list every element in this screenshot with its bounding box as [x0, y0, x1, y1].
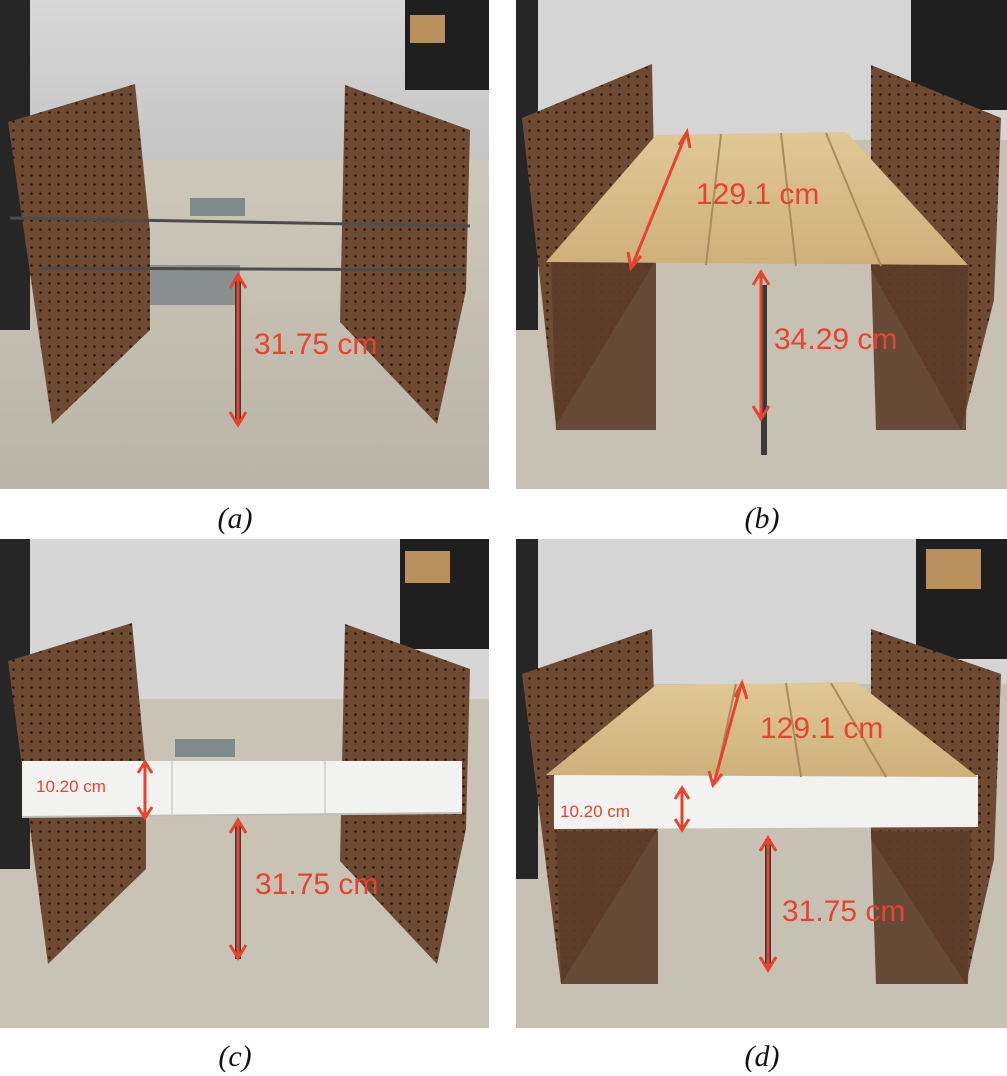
caption-a: (a) [217, 502, 253, 535]
height-label-c: 31.75 cm [255, 868, 379, 901]
height-label-a: 31.75 cm [254, 328, 378, 361]
thickness-label-c: 10.20 cm [36, 777, 106, 796]
photo-d-scene [516, 539, 1007, 1028]
photo-c-scene [0, 539, 489, 1028]
height-label-b: 34.29 cm [774, 323, 898, 356]
photo-panel-b: 129.1 cm 34.29 cm [516, 0, 1007, 489]
photo-panel-a: 31.75 cm [0, 0, 489, 489]
length-label-d: 129.1 cm [760, 712, 884, 745]
caption-d: (d) [744, 1040, 780, 1073]
caption-b: (b) [744, 502, 780, 535]
caption-c: (c) [218, 1040, 252, 1073]
length-label-b: 129.1 cm [696, 178, 820, 211]
photo-panel-c: 10.20 cm 31.75 cm [0, 539, 489, 1028]
photo-a-scene [0, 0, 489, 489]
thickness-label-d: 10.20 cm [560, 802, 630, 821]
photo-b-scene [516, 0, 1007, 489]
photo-panel-d: 129.1 cm 10.20 cm 31.75 cm [516, 539, 1007, 1028]
height-label-d: 31.75 cm [782, 895, 906, 928]
